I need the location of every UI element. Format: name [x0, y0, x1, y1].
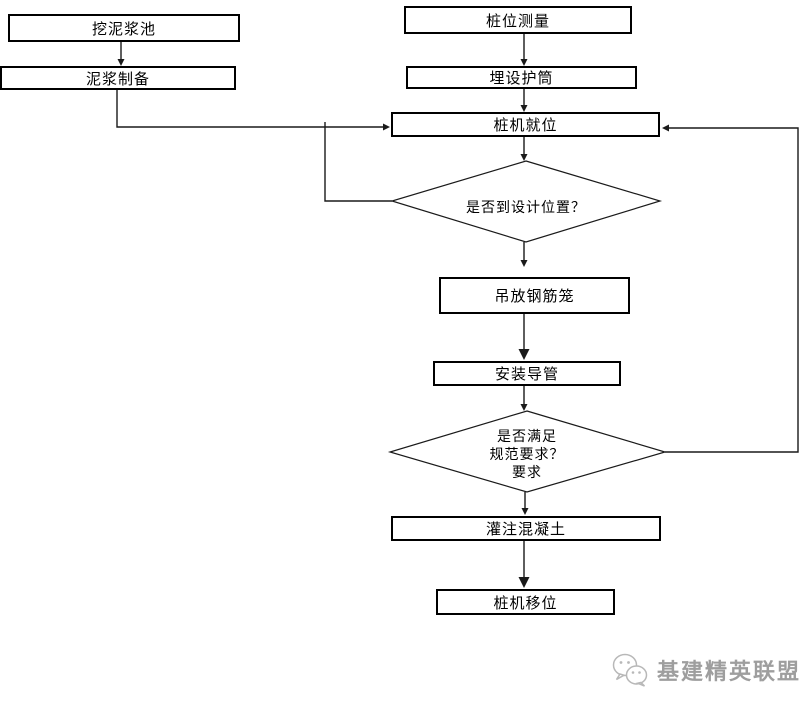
node-rig-in-place: 桩机就位 [391, 112, 660, 137]
arrow-decision1-to-cage [520, 242, 528, 267]
watermark: 基建精英联盟 [611, 652, 801, 688]
watermark-brand-text: 基建精英联盟 [657, 659, 801, 684]
decision-spec-label: 是否满足 规范要求？ 要求 [398, 426, 656, 482]
arrow-survey-to-casing [520, 34, 528, 66]
arrow-conduit-to-decision2 [520, 386, 528, 411]
decision-position-diamond [389, 160, 663, 243]
arrow-rig-to-decision1 [520, 137, 528, 161]
node-rig-relocation: 桩机移位 [436, 589, 615, 615]
decision-position-label: 是否到设计位置？ [466, 199, 586, 215]
connector-decision2-no-loop [662, 124, 799, 453]
arrow-digpool-to-slurryprep [117, 42, 125, 66]
decision-spec-diamond [387, 410, 668, 493]
decision-spec-label-line3: 要求 [512, 464, 542, 480]
node-slurry-preparation: 泥浆制备 [0, 66, 236, 90]
node-casing-installation: 埋设护筒 [406, 66, 637, 89]
connector-slurry-to-rig [116, 90, 390, 131]
node-lower-rebar-cage: 吊放钢筋笼 [439, 277, 630, 314]
node-pour-concrete: 灌注混凝土 [391, 516, 661, 541]
arrow-casing-to-rig [520, 89, 528, 112]
connector-decision1-no-loop [324, 122, 392, 202]
node-dig-slurry-pool: 挖泥浆池 [8, 14, 240, 42]
decision-spec-label-line1: 是否满足 [497, 428, 557, 444]
arrow-cage-to-conduit [518, 314, 530, 360]
arrow-concrete-to-rigmove [518, 541, 530, 588]
decision-spec-label-line2: 规范要求？ [489, 446, 565, 462]
arrow-decision2-to-concrete [521, 492, 529, 515]
node-pile-position-survey: 桩位测量 [404, 6, 632, 34]
node-install-conduit: 安装导管 [433, 361, 621, 386]
wechat-chat-bubbles-icon [611, 652, 649, 688]
